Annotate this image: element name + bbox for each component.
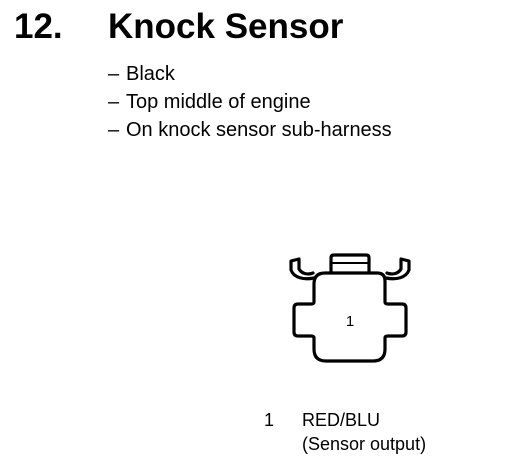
note-dash: – [108, 91, 120, 113]
connector-diagram: 1 [289, 253, 411, 363]
note-text: On knock sensor sub-harness [126, 119, 392, 141]
connector-left-ear [289, 257, 316, 281]
pin-wire-color: RED/BLU [302, 410, 381, 430]
connector-notes: –Black –Top middle of engine –On knock s… [108, 60, 392, 144]
note-dash: – [108, 63, 120, 85]
pin-description: (Sensor output) [302, 434, 427, 454]
note-text: Top middle of engine [126, 91, 311, 113]
connector-cavity-label: 1 [346, 313, 354, 330]
note-dash: – [108, 119, 120, 141]
pin-number: 1 [264, 410, 275, 430]
connector-right-ear [384, 257, 411, 281]
section-title: Knock Sensor [108, 7, 344, 46]
note-item: –Top middle of engine [108, 88, 392, 116]
connector-body [292, 271, 408, 363]
note-item: –Black [108, 60, 392, 88]
note-item: –On knock sensor sub-harness [108, 116, 392, 144]
note-text: Black [126, 63, 175, 85]
section-number: 12. [14, 7, 63, 46]
